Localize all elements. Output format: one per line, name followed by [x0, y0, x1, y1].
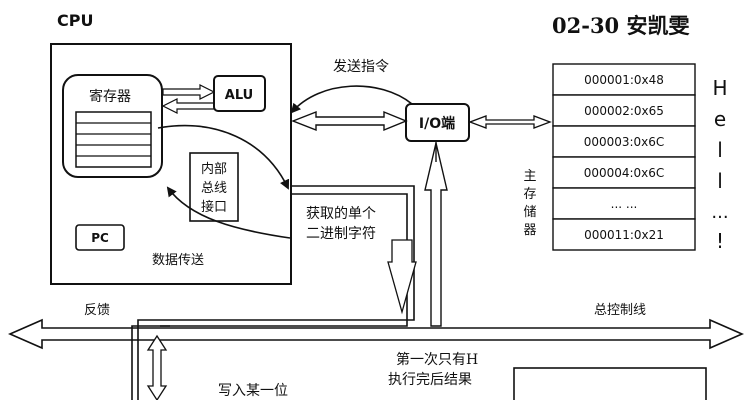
- memory-cell-text: 000011:0x21: [584, 228, 664, 242]
- memory-char: H: [712, 76, 727, 100]
- memory-cell-text: ... ...: [611, 197, 638, 211]
- register-stack: [75, 111, 152, 168]
- bus-interface-label-line2: 总线: [201, 181, 227, 196]
- pc-box: [75, 224, 125, 251]
- send-instruction-arrow: [290, 85, 413, 114]
- memory-label-char: 存: [523, 187, 536, 202]
- bus-to-io-up-arrow: [424, 142, 448, 327]
- fetched-char-label-line2: 二进制字符: [306, 226, 376, 242]
- cpu-title: CPU: [57, 11, 93, 30]
- memory-cell: [552, 218, 696, 251]
- memory-char: !: [716, 229, 724, 253]
- io-port-box: [405, 103, 470, 142]
- main-bus-arrow: [8, 318, 744, 350]
- memory-cell-text: 000001:0x48: [584, 73, 664, 87]
- data-path-down-arrow: [387, 239, 417, 315]
- memory-char: l: [717, 169, 723, 193]
- pc-label: PC: [91, 231, 109, 245]
- memory-char: l: [717, 138, 723, 162]
- data-path-left-vertical2: [137, 319, 300, 400]
- first-only-h-label-line1: 第一次只有H: [396, 351, 478, 368]
- memory-cell-text: 000004:0x6C: [584, 166, 665, 180]
- first-only-h-label-line2: 执行完后结果: [388, 372, 472, 388]
- document-title: 02-30 安凯雯: [552, 13, 689, 38]
- bus-interface-label-line1: 内部: [201, 161, 227, 177]
- alu-box: [213, 75, 266, 112]
- memory-cell-text: 000002:0x65: [584, 104, 664, 118]
- memory-char: ...: [711, 202, 728, 223]
- cpu-io-double-arrow: [291, 110, 408, 132]
- feedback-vertical-arrow: [146, 334, 168, 400]
- alu-label: ALU: [225, 88, 253, 103]
- bus-to-register-curve: [166, 186, 291, 239]
- data-transfer-label: 数据传送: [152, 253, 204, 268]
- feedback-label: 反馈: [84, 303, 110, 318]
- register-alu-double-arrow: [162, 84, 216, 100]
- memory-char: e: [714, 107, 726, 131]
- memory-label-char: 主: [523, 169, 536, 184]
- register-to-bus-curve: [157, 124, 290, 190]
- write-one-bit-label: 写入某一位: [218, 383, 288, 399]
- alu-register-double-arrow: [161, 98, 215, 114]
- memory-label-char: 储: [523, 205, 536, 220]
- fetched-char-label-line1: 获取的单个: [306, 206, 376, 222]
- result-box: [513, 367, 707, 400]
- bus-interface-box: [189, 152, 239, 222]
- memory-column: 000001:0x48 000002:0x65 000003:0x6C 0000…: [552, 63, 696, 251]
- control-bus-label: 总控制线: [594, 303, 646, 318]
- memory-cell: [552, 156, 696, 189]
- registers-label: 寄存器: [89, 88, 131, 105]
- io-memory-double-arrow: [468, 115, 552, 129]
- memory-cell-text: 000003:0x6C: [584, 135, 665, 149]
- send-instruction-label: 发送指令: [333, 59, 389, 75]
- memory-label-char: 器: [523, 223, 536, 238]
- data-path-outer: [290, 185, 415, 321]
- io-port-label: I/O端: [419, 115, 455, 132]
- memory-cell: [552, 94, 696, 127]
- data-path-left-vertical: [131, 325, 170, 400]
- memory-cell: [552, 125, 696, 158]
- bus-interface-label-line3: 接口: [201, 199, 227, 215]
